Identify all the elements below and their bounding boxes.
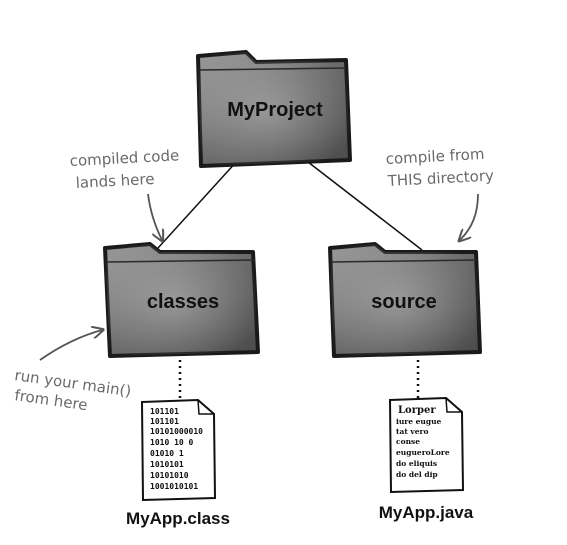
folder-source: source — [328, 242, 482, 358]
java-line: do eliquis — [396, 459, 437, 468]
annotation-line: lands here — [75, 170, 155, 192]
class-line: 1010 10 0 — [150, 438, 194, 447]
folder-label-classes: classes — [147, 291, 219, 313]
class-line: 101101 — [150, 407, 179, 416]
java-line: eugueroLore — [396, 448, 450, 457]
connector-root-classes — [157, 159, 239, 249]
java-file-name: MyApp.java — [379, 503, 474, 522]
annotation-line: compile from — [385, 145, 485, 168]
annotation-line: THIS directory — [386, 166, 494, 190]
annotation-arrow — [460, 193, 479, 240]
connector-root-source — [307, 161, 423, 251]
folder-label-myproject: MyProject — [227, 99, 323, 121]
class-file-lines: 101101 101101 10101000010 1010 10 0 0101… — [150, 407, 203, 491]
java-line: conse — [396, 437, 420, 446]
class-file-name: MyApp.class — [126, 509, 230, 528]
annotation-line: compiled code — [69, 146, 179, 170]
java-file-title: Lorper — [398, 405, 436, 416]
java-line: tat vero — [396, 427, 428, 436]
java-file-lines: iure eugue tat vero conse eugueroLore do… — [396, 417, 450, 479]
file-myapp-class: 101101 101101 10101000010 1010 10 0 0101… — [126, 398, 230, 528]
java-line: do del dip — [396, 470, 438, 479]
class-line: 1001010101 — [150, 482, 198, 491]
annotation-compile-from: compile from THIS directory — [385, 145, 494, 240]
annotation-arrow — [147, 193, 162, 240]
java-line: iure eugue — [396, 417, 442, 426]
folder-myproject: MyProject — [196, 50, 352, 168]
annotation-compiled-code: compiled code lands here — [69, 146, 180, 240]
annotation-arrow — [39, 330, 102, 361]
class-line: 10101010 — [150, 471, 189, 480]
class-line: 01010 1 — [150, 449, 184, 458]
folder-classes: classes — [103, 242, 260, 358]
file-myapp-java: Lorper iure eugue tat vero conse euguero… — [379, 396, 474, 522]
class-line: 101101 — [150, 417, 179, 426]
class-line: 1010101 — [150, 460, 184, 469]
class-line: 10101000010 — [150, 427, 203, 436]
folder-label-source: source — [371, 291, 437, 313]
